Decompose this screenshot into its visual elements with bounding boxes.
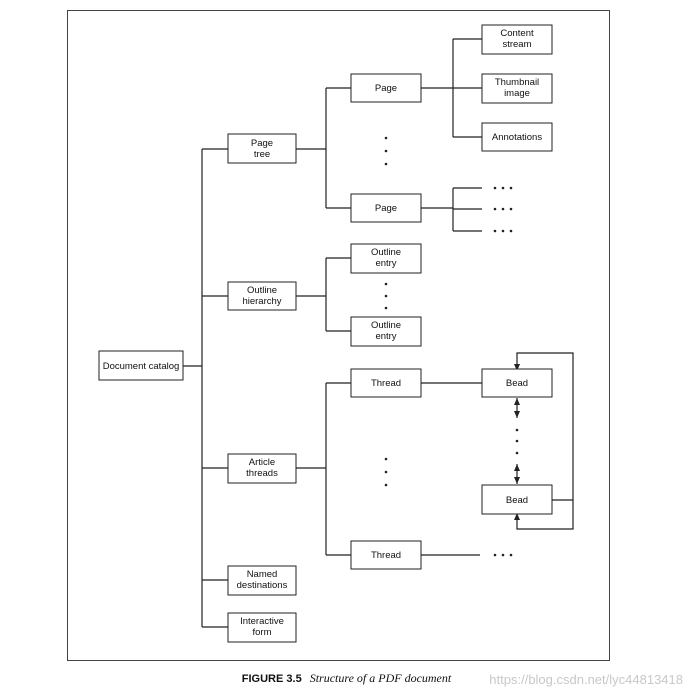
svg-text:Thread: Thread — [371, 550, 401, 561]
node-outline-hierarchy: Outline hierarchy — [227, 281, 297, 311]
svg-text:Bead: Bead — [506, 495, 528, 506]
figure-frame — [67, 10, 610, 661]
node-outline-entry-1: Outline entry — [350, 243, 422, 274]
node-page-tree: Page tree — [227, 133, 297, 164]
svg-text:Page: Page — [375, 203, 397, 214]
svg-text:Page: Page — [251, 138, 273, 149]
svg-text:Article: Article — [249, 457, 275, 468]
svg-text:Content: Content — [500, 28, 534, 39]
svg-text:Bead: Bead — [506, 378, 528, 389]
svg-text:Named: Named — [247, 569, 278, 580]
bead-loop-connectors — [514, 352, 574, 530]
svg-text:entry: entry — [375, 331, 396, 342]
node-named-destinations: Named destinations — [227, 565, 297, 596]
svg-text:form: form — [253, 627, 272, 638]
node-page-1: Page — [350, 73, 422, 103]
vertical-ellipsis-pages — [384, 136, 388, 166]
svg-text:stream: stream — [502, 39, 531, 50]
connectors-page-tree — [296, 87, 351, 209]
connectors-page-2 — [421, 187, 482, 232]
vertical-ellipsis-beads — [515, 428, 519, 455]
figure-caption: FIGURE 3.5 Structure of a PDF document — [0, 671, 693, 686]
svg-text:Thumbnail: Thumbnail — [495, 77, 539, 88]
svg-text:Thread: Thread — [371, 378, 401, 389]
svg-text:Page: Page — [375, 83, 397, 94]
connectors-outline — [296, 257, 351, 332]
node-thread-2: Thread — [350, 540, 422, 570]
vertical-ellipsis-threads — [384, 457, 388, 487]
svg-text:Document catalog: Document catalog — [103, 361, 180, 372]
node-content-stream: Content stream — [481, 24, 553, 55]
watermark: https://blog.csdn.net/lyc44813418 — [489, 672, 683, 687]
svg-text:Outline: Outline — [247, 285, 277, 296]
svg-text:Interactive: Interactive — [240, 616, 284, 627]
node-thumbnail-image: Thumbnail image — [481, 73, 553, 104]
svg-text:destinations: destinations — [237, 580, 288, 591]
svg-text:hierarchy: hierarchy — [242, 296, 281, 307]
node-annotations: Annotations — [481, 122, 553, 152]
svg-text:Outline: Outline — [371, 247, 401, 258]
node-thread-1: Thread — [350, 368, 422, 398]
node-bead-2: Bead — [481, 484, 553, 515]
node-interactive-form: Interactive form — [227, 612, 297, 643]
horizontal-ellipsis-thread-beads — [493, 553, 513, 557]
node-article-threads: Article threads — [227, 453, 297, 484]
connectors-catalog — [183, 148, 228, 628]
vertical-ellipsis-outline — [384, 282, 388, 310]
svg-text:tree: tree — [254, 149, 270, 160]
node-document-catalog: Document catalog — [98, 350, 184, 381]
svg-text:threads: threads — [246, 468, 278, 479]
horizontal-ellipsis-page-children — [493, 186, 513, 233]
connectors-threads — [296, 382, 482, 556]
svg-text:Annotations: Annotations — [492, 132, 542, 143]
node-outline-entry-2: Outline entry — [350, 316, 422, 347]
svg-text:image: image — [504, 88, 530, 99]
svg-text:Outline: Outline — [371, 320, 401, 331]
connectors-page-1 — [421, 38, 482, 138]
node-bead-1: Bead — [481, 368, 553, 398]
svg-text:entry: entry — [375, 258, 396, 269]
figure-title: Structure of a PDF document — [309, 671, 452, 685]
figure-number: FIGURE 3.5 — [241, 673, 302, 685]
node-page-2: Page — [350, 193, 422, 223]
